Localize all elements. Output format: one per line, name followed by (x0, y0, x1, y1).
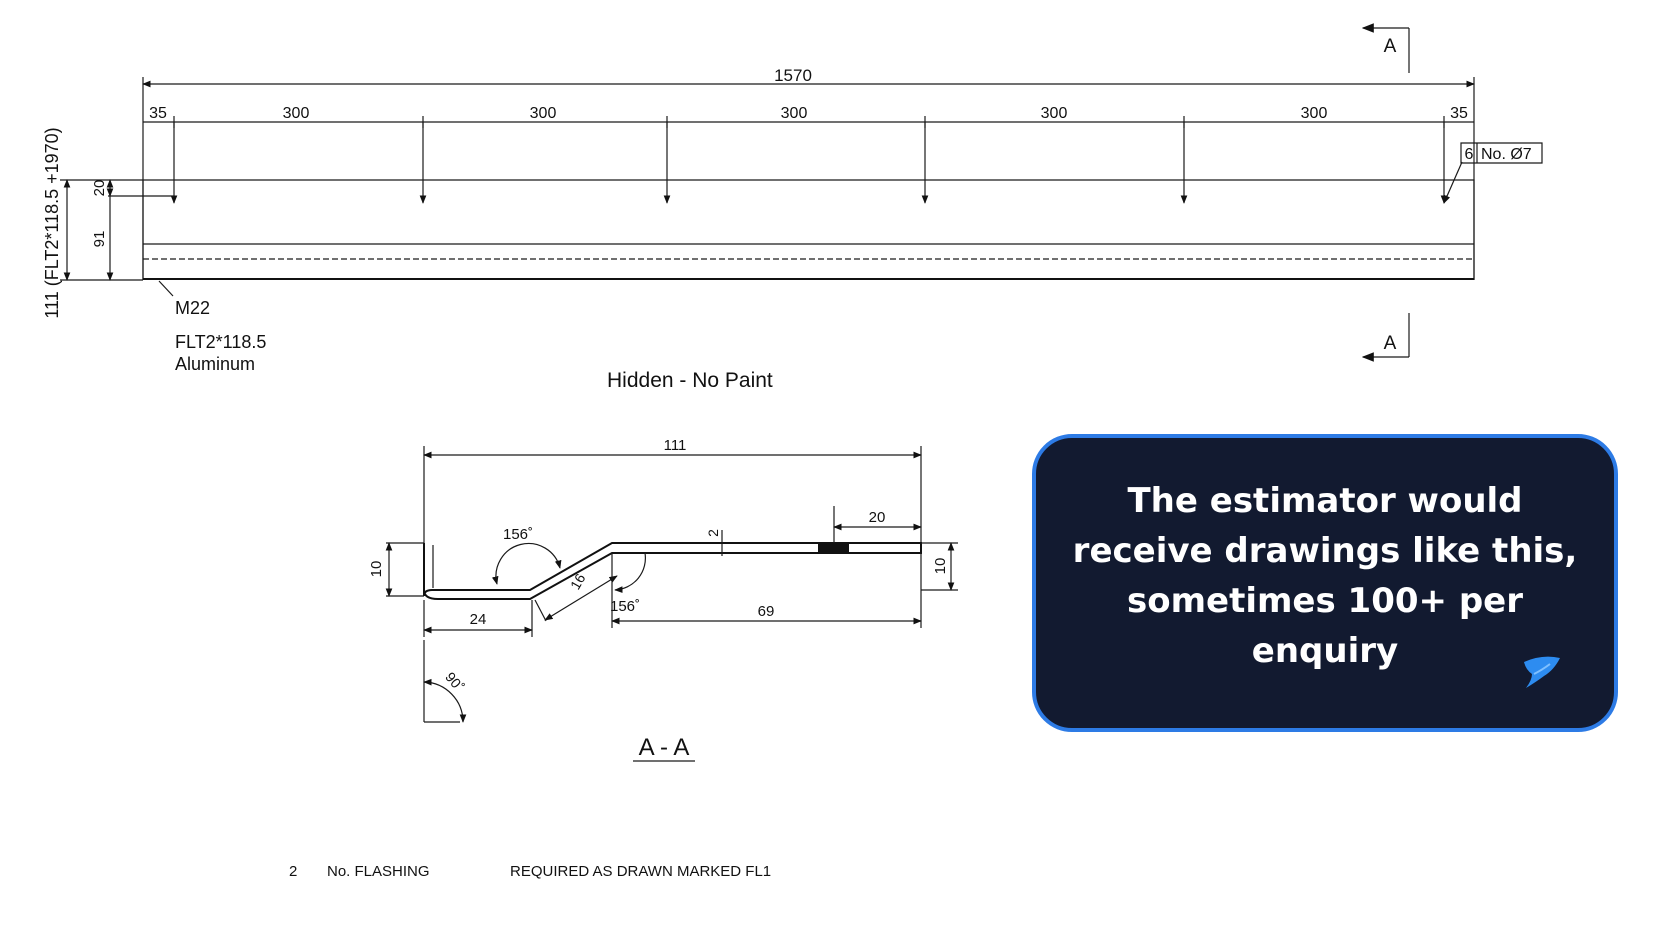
overall-width-label: 111 (664, 437, 687, 454)
footer-qty: 2 (289, 863, 297, 880)
top-width-label: 69 (758, 603, 775, 620)
section-title: A - A (639, 734, 690, 761)
footer-spec: REQUIRED AS DRAWN MARKED FL1 (510, 863, 771, 880)
svg-text:A: A (1384, 36, 1397, 57)
material-label: Aluminum (175, 354, 255, 374)
segment-label: 300 (530, 105, 557, 122)
callout-card: The estimator would receive drawings lik… (1032, 434, 1618, 732)
height-main-label: 91 (91, 231, 108, 248)
height-top-label: 20 (91, 180, 108, 197)
angle-bottom-label: 156˚ (610, 598, 640, 615)
overall-length-label: 1570 (774, 66, 812, 85)
segment-label: 300 (781, 105, 808, 122)
thread-label: M22 (175, 298, 210, 318)
left-flange-label: 10 (368, 561, 385, 578)
slope-length-label: 16 (567, 571, 589, 593)
plan-view: 1570 35 300 300 300 300 300 35 6 No. Ø7 (42, 23, 1542, 392)
base-width-label: 24 (470, 611, 487, 628)
material-label: FLT2*118.5 (175, 332, 266, 352)
section-view-a-a: 111 10 10 20 2 156˚ 156˚ 16 (368, 437, 958, 761)
hole-callout-count: 6 (1465, 146, 1474, 163)
flashing-profile (424, 543, 921, 599)
segment-label: 35 (1450, 105, 1468, 122)
flashing-strip-outline (143, 180, 1474, 279)
angle-corner-label: 90˚ (442, 669, 467, 695)
section-marker-top: A (1361, 23, 1409, 73)
right-flange-label: 10 (932, 558, 949, 575)
hole-callout-text: No. Ø7 (1481, 146, 1532, 163)
callout-text: The estimator would receive drawings lik… (1072, 481, 1578, 671)
section-marker-bottom: A (1361, 313, 1409, 362)
segment-label: 35 (149, 105, 167, 122)
height-total-label: 111 (FLT2*118.5 +1970) (42, 127, 62, 318)
manta-ray-logo-icon (1524, 656, 1560, 688)
angle-top-label: 156˚ (503, 526, 533, 543)
segment-label: 300 (1041, 105, 1068, 122)
segment-label: 300 (283, 105, 310, 122)
thickness-label: 2 (705, 529, 721, 537)
footer-notes: 2 No. FLASHING REQUIRED AS DRAWN MARKED … (289, 863, 771, 880)
svg-text:A: A (1384, 333, 1397, 354)
paint-note: Hidden - No Paint (607, 369, 773, 392)
hole-callout-box (1461, 143, 1542, 163)
segment-label: 300 (1301, 105, 1328, 122)
lip-width-label: 20 (869, 509, 886, 526)
footer-item: No. FLASHING (327, 863, 430, 880)
lip-marker (818, 543, 849, 552)
